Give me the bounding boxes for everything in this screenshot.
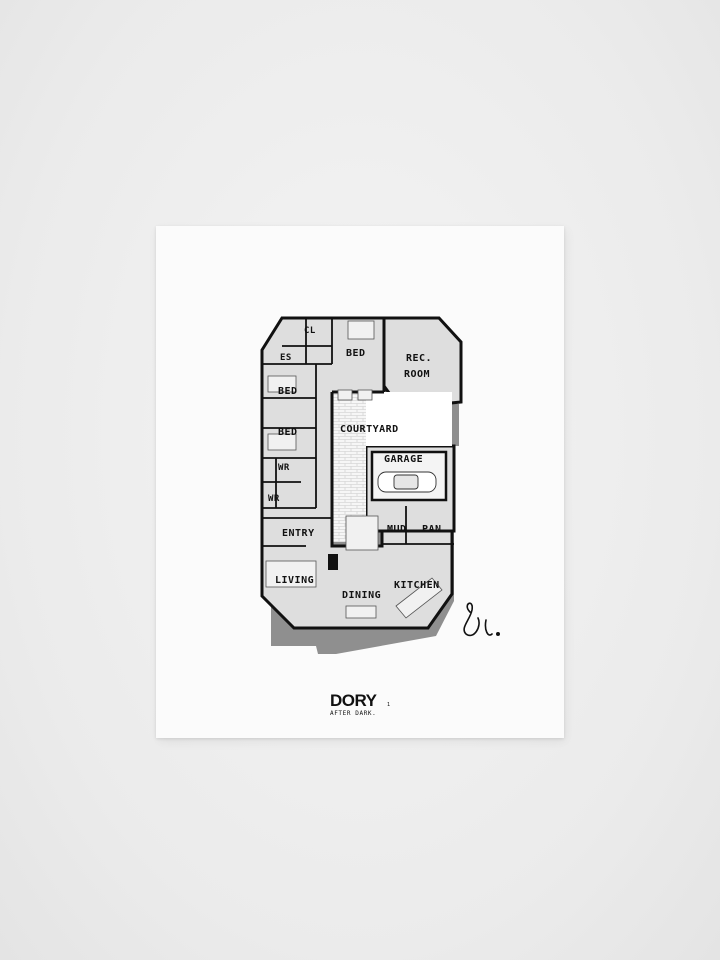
brand-tagline: AFTER DARK. — [330, 710, 376, 717]
label-bed-2: BED — [278, 427, 298, 438]
label-bed-top: BED — [346, 348, 366, 359]
brand-name: DORY — [330, 691, 378, 710]
label-wr-2: WR — [268, 494, 280, 504]
artist-signature — [463, 602, 500, 637]
label-bed-1: BED — [278, 386, 298, 397]
floor-plan-letter-g: CL BED ES REC. ROOM BED BED COURTYARD GA… — [260, 316, 500, 717]
label-es: ES — [280, 353, 292, 363]
brand-mark: 1 — [387, 702, 390, 708]
bed-furniture — [347, 320, 375, 340]
label-rec-room-line2: ROOM — [404, 369, 430, 380]
label-entry: ENTRY — [282, 528, 315, 539]
dining-table — [345, 605, 377, 619]
label-wr-1: WR — [278, 463, 290, 473]
label-dining: DINING — [342, 590, 381, 601]
brand-logo: DORY 1 AFTER DARK. — [330, 691, 390, 717]
dining-table-courtyard — [345, 515, 379, 551]
room-labels: CL BED ES REC. ROOM BED BED COURTYARD GA… — [268, 326, 442, 601]
label-courtyard: COURTYARD — [340, 424, 399, 435]
fireplace-icon — [328, 554, 338, 570]
plan-floor — [260, 316, 463, 630]
furniture — [265, 320, 443, 619]
label-rec-room-line1: REC. — [406, 353, 432, 364]
label-cl: CL — [304, 326, 316, 336]
label-living: LIVING — [275, 575, 314, 586]
label-pan: PAN — [422, 524, 442, 535]
label-kitchen: KITCHEN — [394, 580, 440, 591]
car-icon — [377, 471, 437, 493]
label-garage: GARAGE — [384, 454, 423, 465]
art-print: CL BED ES REC. ROOM BED BED COURTYARD GA… — [156, 226, 564, 738]
interior-walls — [262, 318, 454, 547]
label-mud: MUD — [387, 524, 407, 535]
